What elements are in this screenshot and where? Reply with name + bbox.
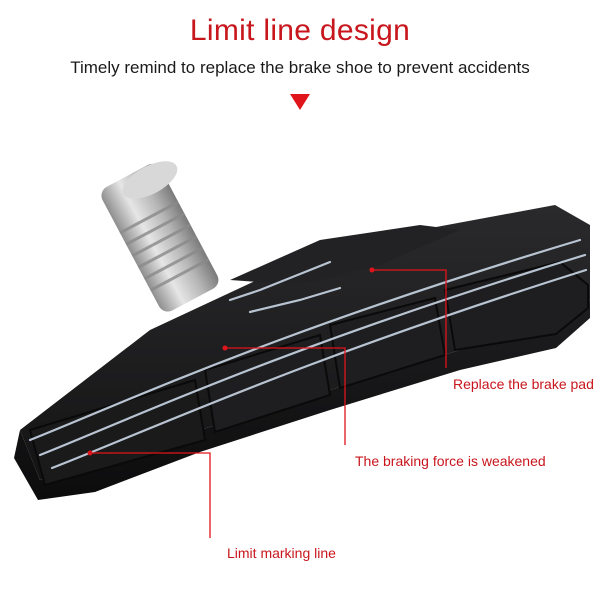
callout-line-braking-force: [225, 347, 346, 445]
threaded-stud: [101, 161, 219, 312]
callout-replace-brake-pad: Replace the brake pad: [453, 376, 594, 392]
page-title: Limit line design: [189, 14, 411, 47]
callout-line-limit-marking: [90, 452, 211, 538]
callout-line-replace-pad: [372, 269, 447, 368]
callout-dot-1: [369, 267, 375, 273]
callout-dot-3: [87, 450, 93, 456]
callout-limit-marking-line: Limit marking line: [227, 545, 336, 561]
limit-marking-lines: [28, 238, 588, 470]
page-subtitle: Timely remind to replace the brake shoe …: [70, 58, 530, 77]
callout-braking-force-weakened: The braking force is weakened: [355, 453, 546, 469]
down-triangle-icon: [290, 94, 310, 110]
callout-dot-2: [222, 345, 228, 351]
brake-pad-blocks: [28, 260, 589, 487]
callout-lines: [87, 267, 447, 538]
